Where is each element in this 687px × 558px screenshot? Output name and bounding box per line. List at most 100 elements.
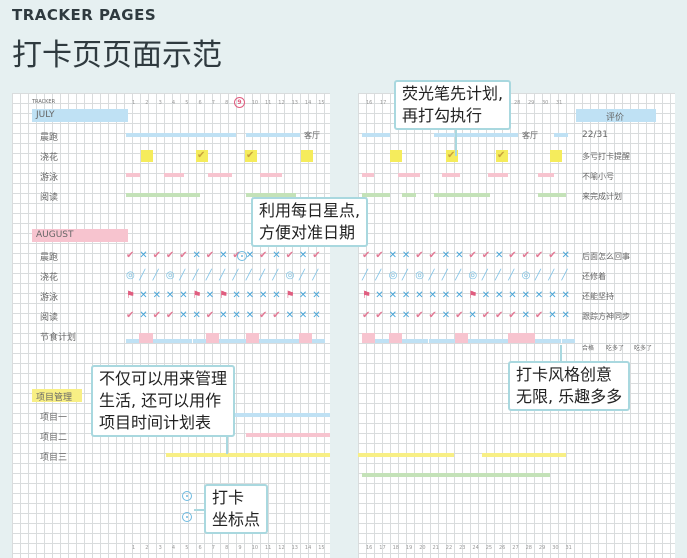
day-number: 10 [251, 100, 259, 106]
check-mark: ✔ [495, 310, 504, 321]
plan-bar [538, 193, 566, 197]
cross-mark: ✕ [388, 250, 397, 261]
check-mark: ✔ [548, 250, 557, 261]
cross-mark: ✕ [495, 290, 504, 301]
cross-mark: ✕ [165, 290, 175, 301]
cross-mark: ✕ [428, 290, 437, 301]
cross-mark: ✕ [232, 290, 241, 301]
check-mark: ✔ [259, 310, 268, 321]
cross-mark: ✕ [375, 290, 384, 301]
check-mark: ✔ [468, 250, 477, 261]
callout-highlighter: 荧光笔先计划, 再打勾执行 [394, 80, 512, 130]
day-number: 18 [392, 545, 399, 551]
check-mark: ✔ [521, 250, 530, 261]
slash-mark: ╱ [495, 270, 502, 281]
cross-mark: ✕ [388, 290, 397, 301]
cross-mark: ✕ [245, 310, 255, 321]
check-mark: ✔ [415, 310, 424, 321]
check-mark: ✔ [428, 250, 437, 261]
diet-bar [375, 339, 389, 343]
circle-mark: ◎ [415, 270, 424, 281]
diet-bar [126, 339, 140, 343]
plan-bar [126, 133, 236, 137]
cross-mark: ✕ [139, 310, 148, 321]
cross-mark: ✕ [139, 250, 148, 261]
day-number: 13 [291, 100, 298, 106]
coord-dot-1 [182, 491, 192, 501]
cross-mark: ✕ [441, 290, 451, 301]
day-number: 6 [198, 100, 202, 106]
check-mark: ✔ [455, 310, 464, 321]
cross-mark: ✕ [561, 310, 570, 321]
day-number: 16 [366, 100, 373, 106]
plan-bar [398, 173, 420, 177]
cross-mark: ✕ [441, 250, 451, 261]
check-mark: ✔ [232, 250, 241, 261]
project-bar [166, 453, 330, 457]
slash-mark: ╱ [534, 270, 541, 281]
project-row-2: 项目二 [40, 433, 68, 443]
day-number: 16 [366, 545, 373, 551]
project-bar [482, 453, 566, 457]
slash-mark: ╱ [219, 270, 226, 281]
diet-block [362, 333, 376, 343]
slash-mark: ╱ [245, 270, 252, 281]
plan-bar [538, 173, 554, 177]
day-number: 30 [552, 545, 559, 551]
project-row-1: 项目一 [40, 413, 68, 423]
check-mark: ✔ [259, 250, 268, 261]
cross-mark: ✕ [468, 310, 477, 321]
plan-bar [362, 133, 390, 137]
today-circle-marker [237, 251, 247, 261]
flag-mark: ⚑ [219, 290, 229, 301]
diet-bar [179, 339, 193, 343]
cross-mark: ✕ [415, 290, 424, 301]
check-mark: ✔ [246, 150, 255, 161]
slash-mark: ╱ [179, 270, 186, 281]
check-mark: ✔ [272, 310, 281, 321]
callout-connector [194, 509, 206, 511]
cross-mark: ✕ [298, 310, 308, 321]
slash-mark: ╱ [561, 270, 568, 281]
day-number: 24 [472, 545, 479, 551]
slash-mark: ╱ [298, 270, 305, 281]
plan-bar [434, 133, 518, 137]
cross-mark: ✕ [139, 290, 148, 301]
diet-block [139, 333, 153, 343]
callout-connector [455, 128, 457, 156]
day-number: 12 [278, 545, 285, 551]
header-title-cn: 打卡页页面示范 [12, 38, 222, 73]
plan-bar [402, 193, 416, 197]
day-number: 11 [265, 100, 272, 106]
run-note: 客厅 [304, 131, 320, 140]
cross-mark: ✕ [272, 250, 281, 261]
day-number: 10 [251, 545, 259, 551]
circle-mark: ◎ [126, 270, 135, 281]
diet-bar [534, 339, 549, 343]
diet-bar [468, 339, 482, 343]
callout-project-use: 不仅可以用来管理 生活, 还可以用作 项目时间计划表 [91, 365, 236, 437]
diet-block [508, 333, 522, 343]
diet-bar [428, 339, 442, 343]
water-square [245, 150, 257, 162]
day-number: 6 [198, 545, 202, 551]
review-july-4: 来完成计划 [582, 192, 622, 201]
cross-mark: ✕ [401, 290, 411, 301]
cross-mark: ✕ [312, 310, 321, 321]
slash-mark: ╱ [455, 270, 462, 281]
diet-bar [401, 339, 416, 343]
month-label-july: JULY [32, 109, 128, 122]
day-number: 31 [556, 100, 563, 106]
project-bar [234, 413, 330, 417]
row-label-run: 晨跑 [40, 253, 59, 263]
flag-mark: ⚑ [362, 290, 371, 301]
cross-mark: ✕ [388, 310, 397, 321]
day-number: 31 [565, 545, 572, 551]
day-number: 3 [158, 100, 162, 106]
check-mark: ✔ [285, 250, 294, 261]
circle-mark: ◎ [165, 270, 175, 281]
cross-mark: ✕ [298, 250, 308, 261]
water-square [196, 150, 208, 162]
